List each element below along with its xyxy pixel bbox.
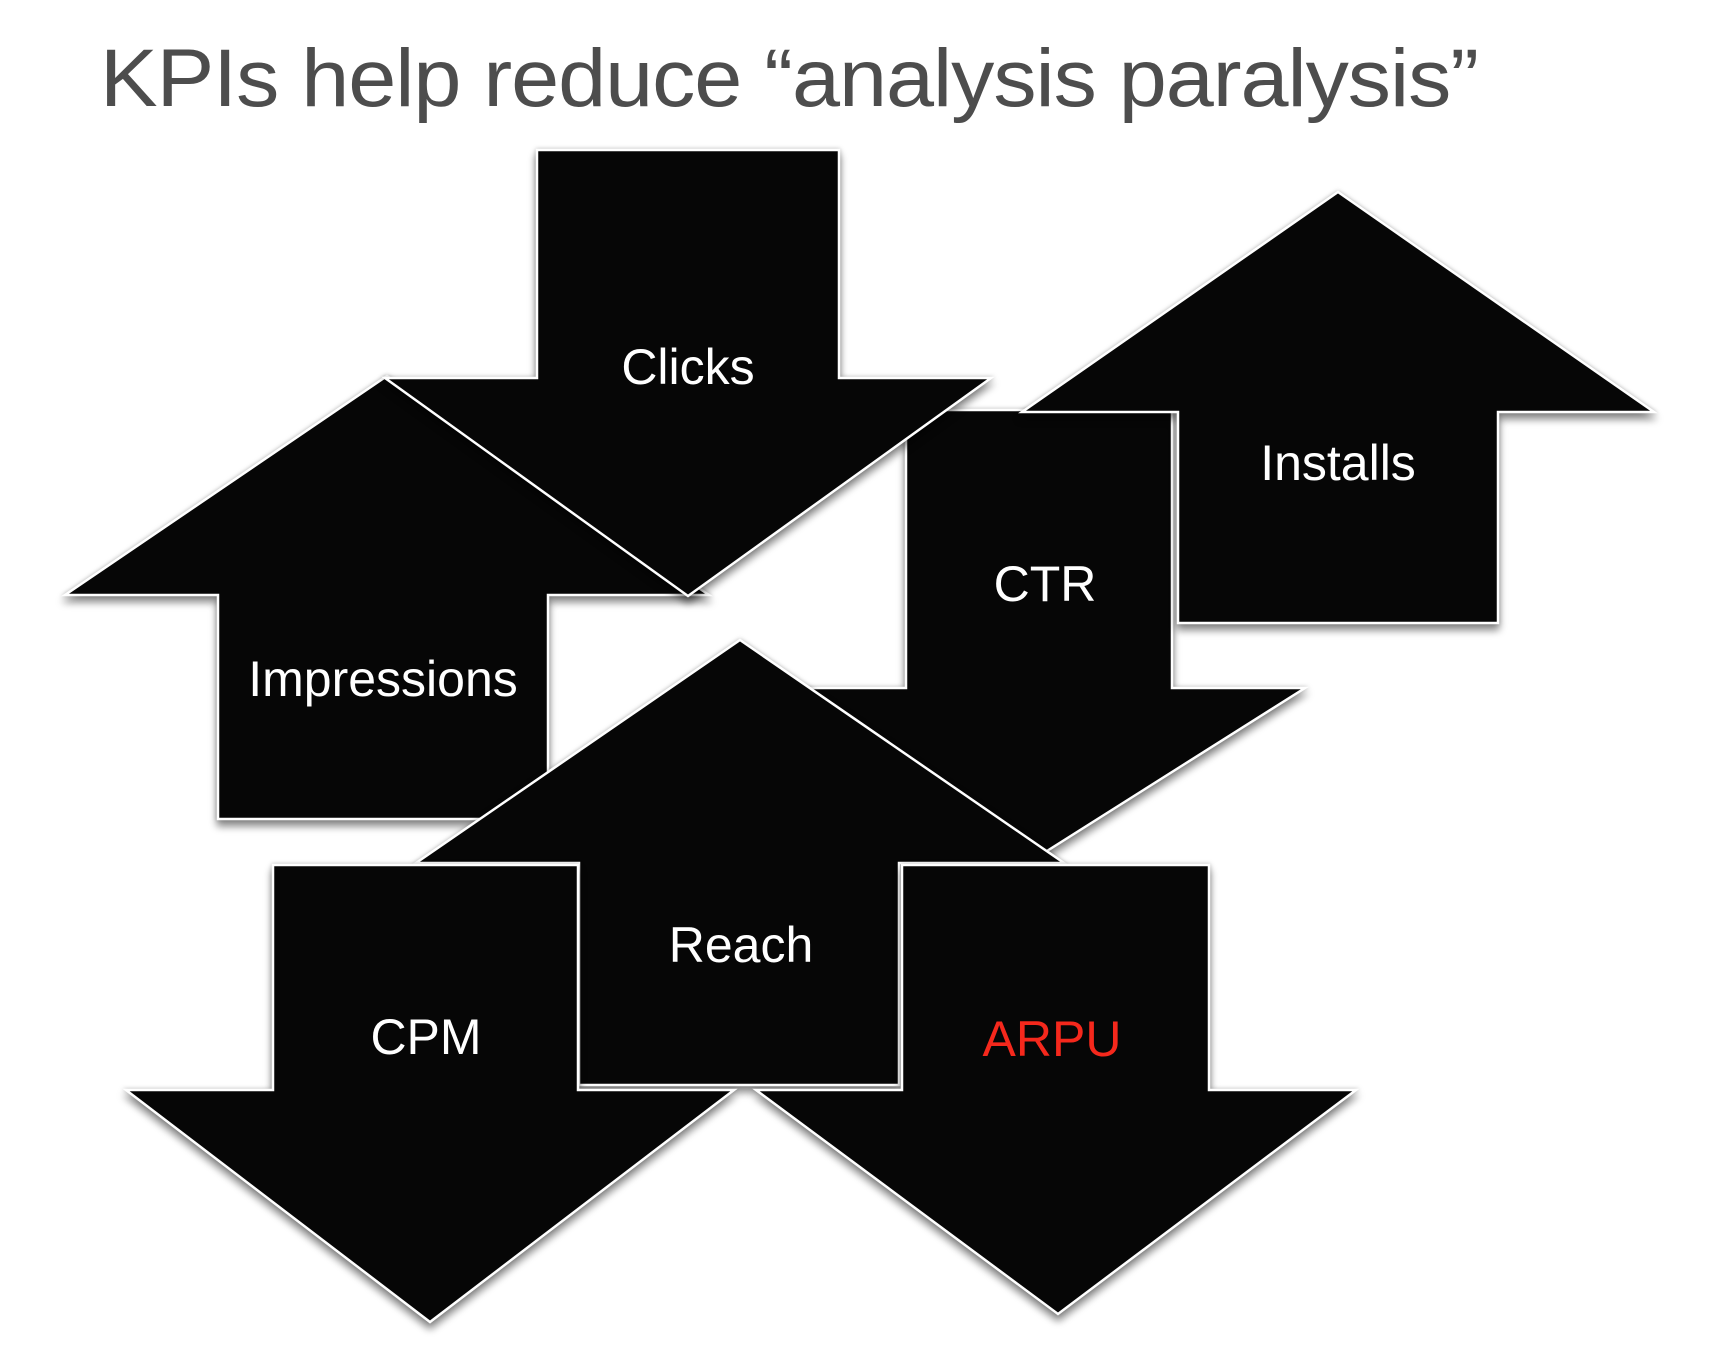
arrow-arpu-down	[752, 863, 1360, 1316]
arrow-label-reach: Reach	[669, 917, 814, 973]
arrow-reach-up	[411, 638, 1069, 1087]
arrow-label-clicks: Clicks	[621, 339, 754, 395]
slide-title: KPIs help reduce “analysis paralysis”	[100, 33, 1478, 124]
arrow-cpm-down	[122, 863, 738, 1324]
arrow-ctr-down	[768, 408, 1310, 858]
arrow-label-cpm: CPM	[370, 1009, 481, 1065]
arrow-clicks-down	[381, 148, 995, 598]
arrow-label-impressions: Impressions	[248, 651, 518, 707]
arrow-label-ctr: CTR	[994, 556, 1097, 612]
arrow-label-arpu: ARPU	[983, 1011, 1122, 1067]
arrow-label-installs: Installs	[1260, 435, 1416, 491]
arrow-installs-up	[1018, 190, 1658, 625]
